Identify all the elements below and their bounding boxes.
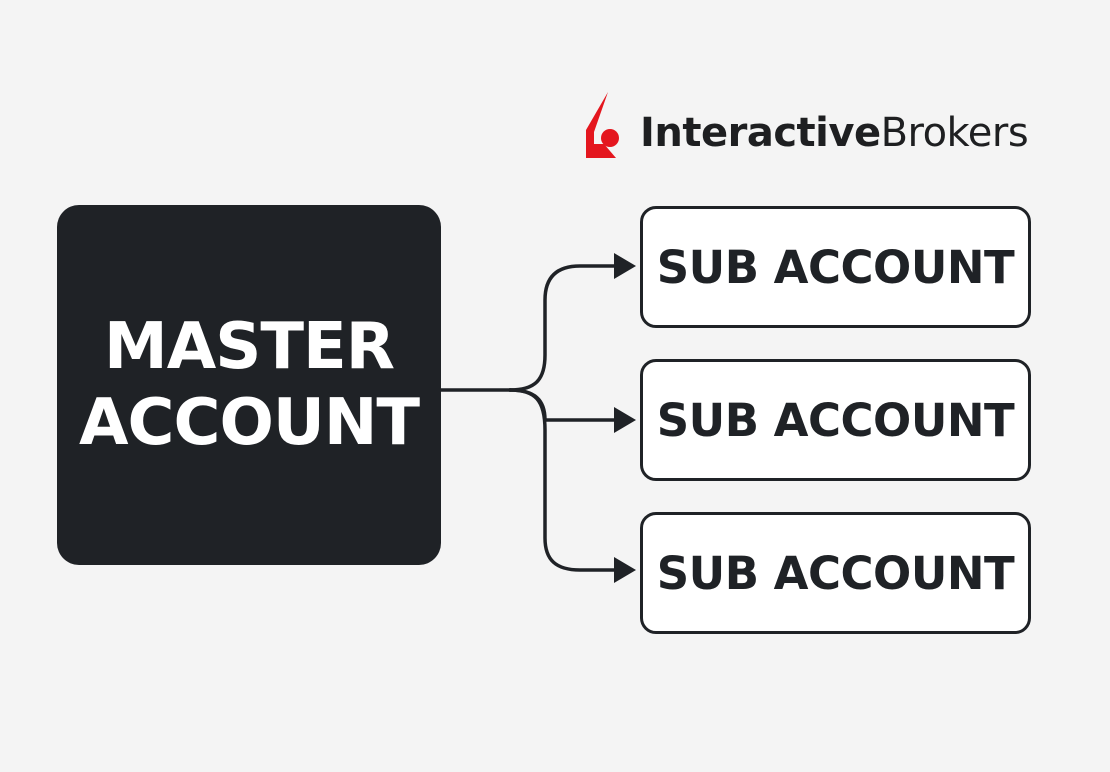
connector-to-sub-2 bbox=[508, 388, 624, 422]
interactive-brokers-logo-icon bbox=[586, 92, 619, 158]
sub-account-box-3: SUB ACCOUNT bbox=[640, 512, 1031, 634]
sub-account-label: SUB ACCOUNT bbox=[656, 393, 1015, 447]
logo-wordmark: InteractiveBrokers bbox=[640, 110, 1029, 156]
logo-text-interactive: Interactive bbox=[640, 110, 881, 156]
arrowhead-sub-2 bbox=[614, 407, 636, 433]
sub-account-box-1: SUB ACCOUNT bbox=[640, 206, 1031, 328]
logo-text-brokers: Brokers bbox=[880, 110, 1029, 156]
connector-to-sub-3 bbox=[508, 388, 624, 572]
connector-to-sub-1 bbox=[508, 264, 624, 392]
sub-account-label: SUB ACCOUNT bbox=[656, 546, 1015, 600]
master-account-label: MASTER ACCOUNT bbox=[78, 309, 420, 461]
master-label-line1: MASTER bbox=[104, 310, 395, 384]
interactive-brokers-logo: InteractiveBrokers bbox=[586, 92, 1029, 162]
master-account-box: MASTER ACCOUNT bbox=[57, 205, 441, 565]
master-label-line2: ACCOUNT bbox=[78, 386, 420, 460]
sub-account-label: SUB ACCOUNT bbox=[656, 240, 1015, 294]
sub-account-box-2: SUB ACCOUNT bbox=[640, 359, 1031, 481]
arrowhead-sub-3 bbox=[614, 557, 636, 583]
arrowhead-sub-1 bbox=[614, 253, 636, 279]
